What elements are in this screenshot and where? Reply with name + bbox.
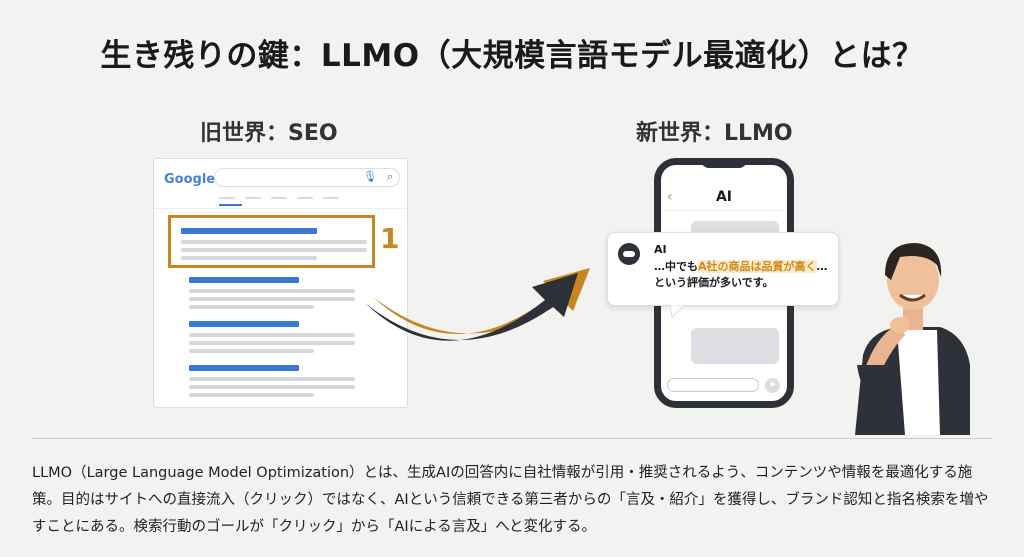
- google-logo: Google: [164, 172, 216, 187]
- back-icon[interactable]: ‹: [667, 189, 673, 205]
- app-title: AI: [715, 189, 733, 205]
- search-results-mockup: Google 🎙 ⌕: [153, 158, 408, 408]
- transition-arrow-icon: [365, 268, 590, 341]
- search-box: 🎙 ⌕: [214, 168, 400, 187]
- highlighted-mention: A社の商品は品質が高く: [698, 260, 817, 273]
- ai-answer-line1: …中でもA社の商品は品質が高く…: [654, 260, 828, 273]
- llmo-description: LLMO（Large Language Model Optimization）と…: [32, 465, 989, 535]
- message-input[interactable]: [667, 378, 759, 392]
- ai-answer-line2: という評価が多いです。: [654, 276, 774, 289]
- old-world-heading: 旧世界：SEO: [200, 121, 338, 146]
- divider: [32, 438, 992, 439]
- ai-response-bubble: AI …中でもA社の商品は品質が高く… という評価が多いです。: [607, 232, 839, 319]
- page-title: 生き残りの鍵：LLMO（大規模言語モデル最適化）とは？: [100, 38, 924, 74]
- result-link: [189, 277, 299, 283]
- send-icon[interactable]: ➤: [765, 378, 780, 393]
- ai-name: AI: [654, 243, 667, 256]
- mic-icon: 🎙: [363, 170, 377, 183]
- robot-avatar-icon: [618, 243, 640, 265]
- new-world-heading: 新世界：LLMO: [636, 121, 793, 146]
- rank-number: 1: [380, 222, 400, 255]
- search-icon: ⌕: [386, 170, 393, 183]
- top-result-highlight: [168, 215, 375, 268]
- thinking-man-illustration: [855, 243, 970, 435]
